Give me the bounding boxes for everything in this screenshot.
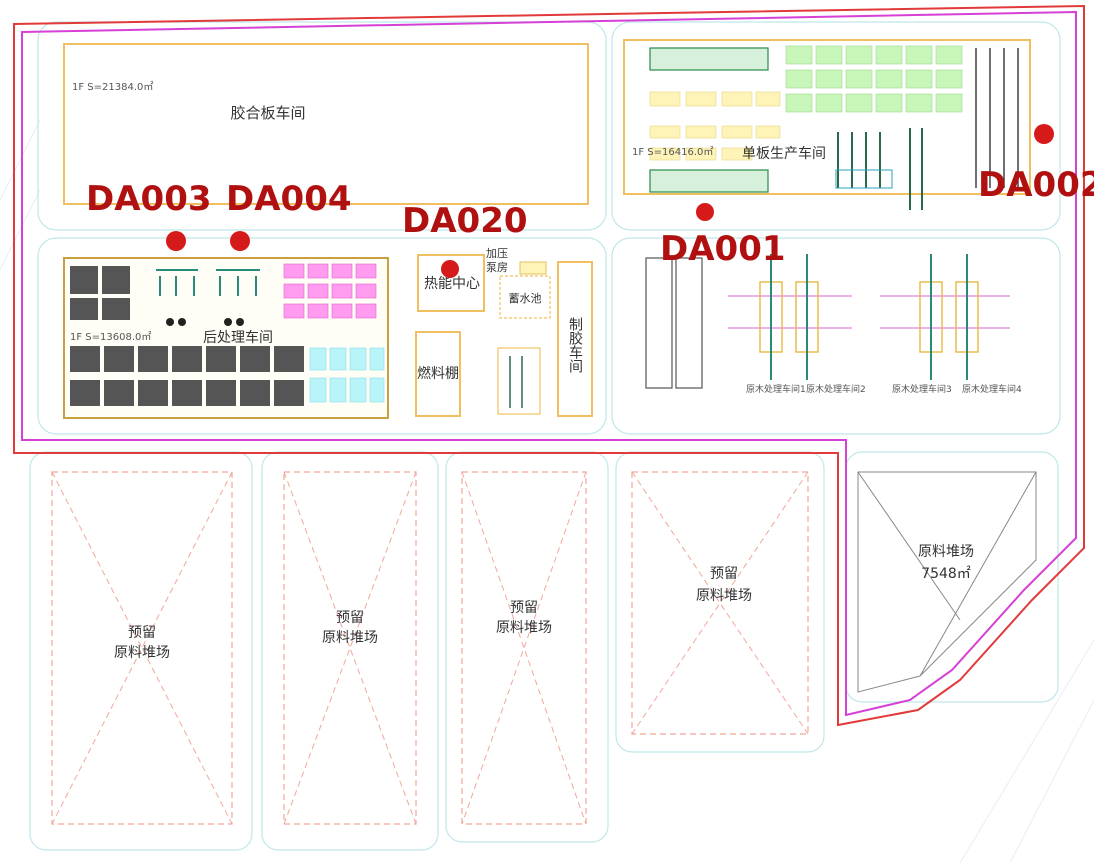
marker-da001[interactable]: DA001	[660, 203, 786, 269]
post-name-label: 后处理车间	[203, 329, 273, 346]
plywood-name-label: 胶合板车间	[230, 104, 305, 122]
small-equipment	[497, 347, 541, 415]
yard-1-label-1: 预留	[128, 625, 156, 641]
glue-workshop-label: 制胶车间	[567, 317, 583, 374]
log-workshop-4-label: 原木处理车间4	[962, 383, 1022, 395]
marker-da003-dot[interactable]	[166, 231, 186, 251]
marker-da002-dot[interactable]	[1034, 124, 1054, 144]
log-processing-area: 原木处理车间1 原木处理车间2 原木处理车间3 原木处理车间4	[645, 254, 1022, 395]
heat-center-label: 热能中心	[424, 276, 480, 292]
fuel-shed-label: 燃料棚	[417, 365, 459, 382]
log-workshop-3-label: 原木处理车间3	[892, 383, 952, 395]
water-pool-label: 蓄水池	[509, 292, 542, 305]
yard-1-label-2: 原料堆场	[114, 645, 170, 661]
marker-da020-dot[interactable]	[441, 260, 459, 278]
marker-da004[interactable]: DA004	[226, 179, 352, 251]
fuel-shed: 燃料棚	[415, 331, 461, 417]
heat-center: 热能中心	[417, 254, 485, 312]
log-workshop-2-label: 原木处理车间2	[806, 383, 866, 395]
yard-4-label-2: 原料堆场	[696, 588, 752, 604]
marker-da003-label: DA003	[86, 179, 212, 219]
yard-main-label-1: 原料堆场	[918, 544, 974, 560]
pump-house-label-1: 加压	[486, 247, 508, 260]
marker-da004-label: DA004	[226, 179, 352, 219]
roads	[29, 21, 1061, 851]
marker-da004-dot[interactable]	[230, 231, 250, 251]
yard-reserved-3: 预留 原料堆场	[461, 471, 587, 825]
plywood-workshop: 1F S=21384.0㎡ 胶合板车间	[63, 43, 589, 205]
marker-da001-dot[interactable]	[696, 203, 714, 221]
log-workshop-1-label: 原木处理车间1	[746, 383, 806, 395]
veneer-workshop: 1F S=16416.0㎡ 单板生产车间	[623, 39, 1031, 210]
yard-reserved-2: 预留 原料堆场	[283, 471, 417, 825]
yard-3-label-1: 预留	[510, 600, 538, 616]
yard-3-label-2: 原料堆场	[496, 620, 552, 636]
plywood-area-label: 1F S=21384.0㎡	[72, 81, 153, 93]
marker-da003[interactable]: DA003	[86, 179, 212, 251]
marker-da020-label: DA020	[402, 201, 528, 241]
veneer-area-label: 1F S=16416.0㎡	[632, 146, 713, 158]
water-pool: 蓄水池	[499, 275, 551, 319]
post-area-label: 1F S=13608.0㎡	[70, 331, 151, 343]
yard-reserved-1: 预留 原料堆场	[51, 471, 233, 825]
marker-da002[interactable]: DA002	[978, 124, 1094, 205]
site-boundary-magenta	[21, 10, 1077, 717]
marker-da002-label: DA002	[978, 165, 1094, 205]
yard-main-label-2: 7548㎡	[921, 566, 971, 582]
pump-house-label-2: 泵房	[486, 261, 508, 274]
post-processing-workshop: 1F S=13608.0㎡ 后处理车间	[63, 257, 389, 419]
veneer-name-label: 单板生产车间	[742, 145, 826, 162]
yard-reserved-4: 预留 原料堆场	[631, 471, 809, 735]
pump-house: 加压 泵房	[486, 247, 547, 275]
site-boundary-red	[13, 4, 1085, 727]
yard-2-label-2: 原料堆场	[322, 630, 378, 646]
yard-4-label-1: 预留	[710, 566, 738, 582]
marker-da020[interactable]: DA020	[402, 201, 528, 278]
yard-main: 原料堆场 7548㎡	[857, 471, 1037, 693]
background-lines	[0, 119, 1094, 863]
marker-da001-label: DA001	[660, 229, 786, 269]
glue-workshop: 制胶车间	[557, 261, 593, 417]
yard-2-label-1: 预留	[336, 610, 364, 626]
